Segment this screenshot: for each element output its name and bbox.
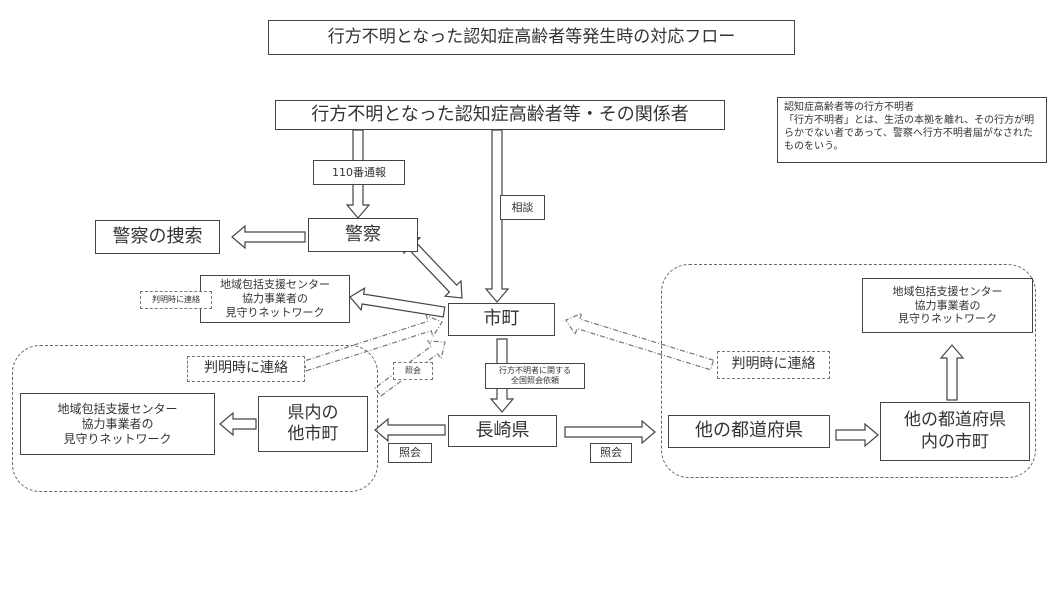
arrow-nagasaki-to-other-municipality [374, 417, 446, 443]
inquiry-left-label: 照会 [388, 443, 432, 463]
other-prefecture-region [661, 264, 1036, 478]
arrow-municipality-to-network [349, 287, 446, 318]
note-body: 「行方不明者」とは、生活の本拠を離れ、その行方が明らかでない者であって、警察へ行… [784, 115, 1035, 152]
contact-right-label: 判明時に連絡 [717, 351, 830, 379]
arrow-nagasaki-to-other-prefecture [564, 419, 656, 445]
contact-left-label: 判明時に連絡 [187, 356, 305, 382]
dashed-arrow-contact-right [565, 312, 715, 371]
other-municipality-box: 県内の 他市町 [258, 396, 368, 452]
nationwide-request-label: 行方不明者に関する 全国照会依頼 [485, 363, 585, 389]
dashed-arrow-contact-left [302, 314, 443, 372]
nagasaki-box: 長崎県 [448, 415, 557, 447]
police-search-box: 警察の捜索 [95, 220, 220, 254]
police-box: 警察 [308, 218, 418, 252]
consult-label: 相談 [500, 195, 545, 220]
definition-note: 認知症高齢者等の行方不明者「行方不明者」とは、生活の本拠を離れ、その行方が明らか… [777, 97, 1047, 163]
arrow-other-pref-municipality-to-network [939, 344, 965, 401]
note-heading: 認知症高齢者等の行方不明者 [784, 102, 914, 113]
arrow-police-to-search [231, 224, 306, 250]
contact-small-label: 判明時に連絡 [140, 291, 212, 309]
inquiry-right-label: 照会 [590, 443, 632, 463]
network-other-municipality-box: 地域包括支援センター 協力事業者の 見守りネットワーク [20, 393, 215, 455]
network-other-pref-box: 地域包括支援センター 協力事業者の 見守りネットワーク [862, 278, 1033, 333]
arrow-other-prefecture-to-municipality [835, 422, 879, 448]
arrow-origin-to-municipality [484, 129, 510, 303]
other-prefecture-box: 他の都道府県 [668, 415, 830, 448]
inquiry-dashed-label: 照会 [393, 362, 433, 380]
call-110-label: 110番通報 [313, 160, 405, 185]
arrow-other-municipality-to-network [219, 411, 257, 437]
municipality-box: 市町 [448, 303, 555, 336]
origin-box: 行方不明となった認知症高齢者等・その関係者 [275, 100, 725, 130]
prefecture-region [12, 345, 378, 492]
other-pref-municipality-box: 他の都道府県 内の市町 [880, 402, 1030, 461]
network-local-box: 地域包括支援センター 協力事業者の 見守りネットワーク [200, 275, 350, 323]
diagram-title: 行方不明となった認知症高齢者等発生時の対応フロー [268, 20, 795, 55]
